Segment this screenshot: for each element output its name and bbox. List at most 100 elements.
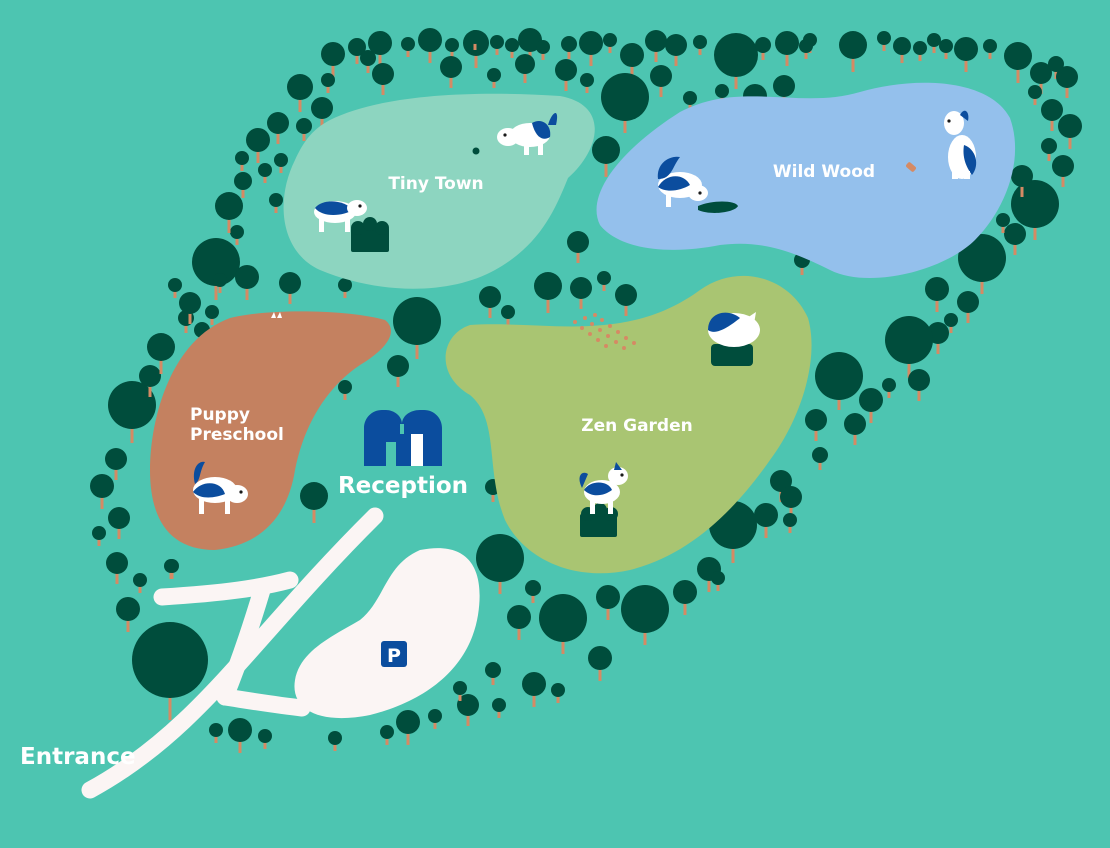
tree-icon <box>815 352 863 410</box>
tree-icon <box>944 313 958 333</box>
tree-icon <box>501 305 515 325</box>
tree-icon <box>983 39 997 59</box>
tree-icon <box>445 38 459 58</box>
reception-logo-icon[interactable] <box>364 410 442 466</box>
tree-icon <box>235 265 259 300</box>
tree-icon <box>859 388 883 423</box>
tree-icon <box>885 316 933 378</box>
zen-gravel-pattern <box>573 313 636 350</box>
tree-icon <box>645 30 667 62</box>
tree-icon <box>525 580 541 603</box>
tree-icon <box>908 369 930 401</box>
tree-icon <box>927 33 941 53</box>
tree-icon <box>106 552 128 584</box>
tree-icon <box>147 333 175 374</box>
tree-icon <box>996 213 1010 233</box>
tree-icon <box>372 63 394 95</box>
tree-icon <box>428 709 442 729</box>
tree-icon <box>132 622 208 720</box>
tree-icon <box>490 35 504 55</box>
dog-icon[interactable] <box>657 156 708 207</box>
tree-icon <box>621 585 669 645</box>
path-west[interactable] <box>153 571 299 606</box>
tree-icon <box>396 710 420 745</box>
tree-icon <box>228 718 252 753</box>
tree-icon <box>287 74 313 112</box>
tree-icon <box>1058 114 1082 149</box>
tree-icon <box>321 42 345 77</box>
tree-icon <box>116 597 140 632</box>
tree-icon <box>570 277 592 309</box>
tree-icon <box>380 725 394 745</box>
tree-icon <box>368 31 392 66</box>
dog-icon[interactable] <box>944 110 977 179</box>
tree-icon <box>775 31 799 66</box>
tree-icon <box>601 73 649 133</box>
path-south[interactable] <box>216 688 311 717</box>
tree-icon <box>518 28 542 63</box>
tree-icon <box>133 573 147 593</box>
tree-icon <box>780 486 802 518</box>
label-tiny-town: Tiny Town <box>388 174 483 194</box>
tree-icon <box>711 571 725 591</box>
dog-icon[interactable] <box>708 312 760 347</box>
tree-icon <box>468 30 482 50</box>
path-cross[interactable] <box>216 581 271 706</box>
tree-icon <box>844 413 866 445</box>
tree-icon <box>300 482 328 523</box>
dog-icon[interactable] <box>193 461 248 514</box>
tree-icon <box>492 698 506 718</box>
tree-icon <box>92 526 106 546</box>
dirt-hole-icon <box>698 201 738 213</box>
tree-icon <box>274 153 288 173</box>
tree-icon <box>258 729 272 749</box>
tree-icon <box>588 646 612 681</box>
parking-area[interactable] <box>294 548 480 719</box>
dog-icon[interactable] <box>314 200 367 232</box>
label-zen-garden: Zen Garden <box>581 416 693 436</box>
tree-icon <box>939 39 953 59</box>
label-puppy-line-2: Preschool <box>190 425 284 445</box>
tree-icon <box>507 605 531 640</box>
tree-icon <box>882 378 896 398</box>
tree-icon <box>567 231 589 263</box>
dog-icon[interactable] <box>579 462 628 514</box>
tree-icon <box>246 128 270 163</box>
dog-icon[interactable] <box>497 112 558 155</box>
tree-icon <box>279 272 301 304</box>
tree-icon <box>90 474 114 509</box>
tree-icon <box>453 681 467 701</box>
tree-icon <box>108 381 156 443</box>
tree-icon <box>215 192 243 233</box>
parking-sign[interactable]: P <box>381 641 407 667</box>
tree-icon <box>580 73 594 93</box>
tree-icon <box>1004 42 1032 83</box>
tree-icon <box>773 75 795 107</box>
tree-icon <box>360 50 376 73</box>
tree-icon <box>440 56 462 88</box>
tree-icon <box>1056 66 1078 98</box>
bush-zen-sleeping <box>711 344 753 366</box>
tree-icon <box>338 278 352 298</box>
tree-icon <box>925 277 949 312</box>
tree-icon <box>1041 138 1057 161</box>
tree-icon <box>328 731 342 751</box>
tree-icon <box>296 118 312 141</box>
tree-icon <box>770 470 792 502</box>
tree-icon <box>311 97 333 129</box>
tree-icon <box>457 694 479 726</box>
tree-icon <box>812 447 828 470</box>
zone-wild-wood[interactable] <box>596 82 1016 279</box>
tree-icon <box>258 163 272 183</box>
tree-icon <box>505 38 519 58</box>
tree-icon <box>479 286 501 318</box>
tree-icon <box>693 35 707 55</box>
tree-border <box>90 28 1082 753</box>
tree-icon <box>321 73 335 93</box>
tree-icon <box>799 39 813 59</box>
tree-icon <box>683 91 697 111</box>
tree-icon <box>650 65 672 97</box>
wood-log-icon <box>906 162 916 172</box>
label-wild-wood: Wild Wood <box>773 162 875 182</box>
tree-icon <box>1041 99 1063 131</box>
